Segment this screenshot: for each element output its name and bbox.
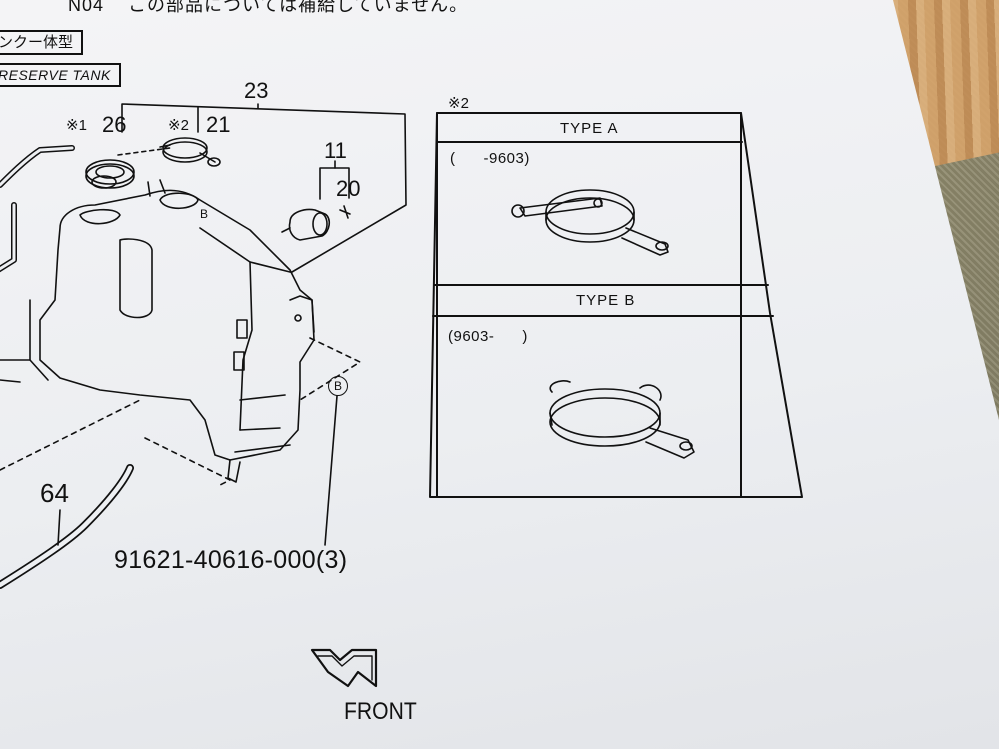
point-b-circle: B <box>328 376 348 396</box>
callout-64: 64 <box>40 478 69 508</box>
section-label-japanese: ンクー体型 <box>0 30 84 55</box>
front-direction-label: FRONT <box>344 698 417 725</box>
callout-mark-1: ※1 <box>66 117 87 134</box>
part-number: 91621-40616-000(3) <box>114 546 348 574</box>
header-note: N04 この部品については補給していません。 <box>68 0 468 14</box>
point-b-tank: B <box>200 207 209 221</box>
panel-mark-2: ※2 <box>448 95 469 112</box>
header-code: N04 <box>68 0 105 15</box>
type-b-date-range: (9603- ) <box>448 328 528 345</box>
type-a-date-range: ( -9603) <box>450 150 530 167</box>
type-b-title: TYPE B <box>576 292 636 309</box>
callout-mark-2: ※2 <box>168 117 189 134</box>
bracket-23-line <box>121 103 407 273</box>
callout-21: 21 <box>206 112 231 137</box>
section-label-english: RESERVE TANK <box>0 63 121 87</box>
callout-23: 23 <box>244 78 269 103</box>
callout-20: 20 <box>336 176 361 201</box>
callout-11: 11 <box>324 138 347 163</box>
type-a-title: TYPE A <box>560 120 619 137</box>
callout-26: 26 <box>102 112 127 137</box>
header-note-text: この部品については補給していません。 <box>128 0 469 15</box>
